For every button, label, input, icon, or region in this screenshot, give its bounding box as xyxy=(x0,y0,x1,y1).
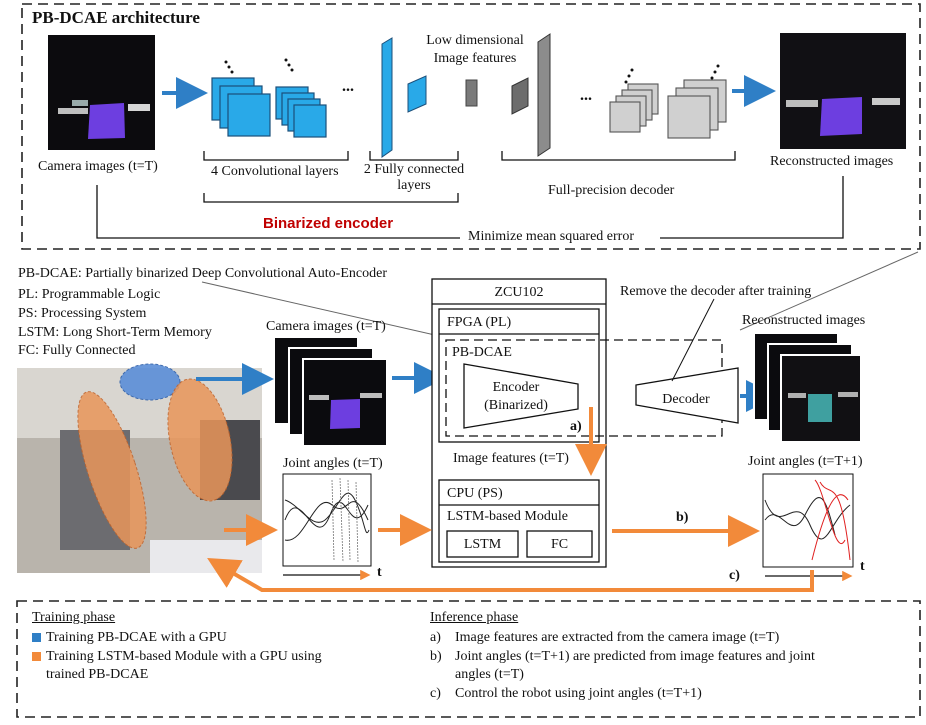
ellipsis-dots xyxy=(224,58,720,84)
features-label-2: Image features xyxy=(433,51,517,66)
binarized-encoder-label: Binarized encoder xyxy=(263,215,394,232)
brace-encoder xyxy=(203,193,459,203)
loss-label: Minimize mean squared error xyxy=(468,229,634,244)
ellipsis-decoder: ... xyxy=(580,87,592,104)
camera-image-top xyxy=(48,35,155,150)
encoder-label-1: Encoder xyxy=(492,380,540,395)
reconstructed-label-top: Reconstructed images xyxy=(770,154,894,169)
abbr-lstm: LSTM: Long Short-Term Memory xyxy=(18,325,212,340)
fc-label-1: 2 Fully connected xyxy=(363,162,465,177)
image-features-label: Image features (t=T) xyxy=(453,451,569,466)
abbr-pbdcae: PB-DCAE: Partially binarized Deep Convol… xyxy=(18,266,387,281)
loss-bracket-right xyxy=(660,176,844,239)
fc-layer-2 xyxy=(407,75,427,113)
step-a-label: a) xyxy=(570,419,582,434)
reconstructed-stack xyxy=(753,332,862,443)
features-label-1: Low dimensional xyxy=(426,33,524,48)
abbr-fc: FC: Fully Connected xyxy=(18,343,136,358)
conv-layers-group-2 xyxy=(275,86,327,138)
abbr-pl: PL: Programmable Logic xyxy=(18,287,161,302)
abbr-ps: PS: Processing System xyxy=(18,306,147,321)
brace-decoder xyxy=(501,151,736,161)
camera-label-top: Camera images (t=T) xyxy=(38,159,158,174)
inference-marker-b: b) xyxy=(430,649,442,664)
joint-plot-input xyxy=(282,473,372,581)
decoder-fc-1 xyxy=(511,77,529,115)
inference-item-b: Joint angles (t=T+1) are predicted from … xyxy=(455,649,815,664)
joint-out-label: Joint angles (t=T+1) xyxy=(748,454,863,469)
conv-label: 4 Convolutional layers xyxy=(211,164,339,179)
decoder-label: Full-precision decoder xyxy=(548,183,675,198)
leader-reconstructed xyxy=(739,251,919,331)
time-axis-input: t xyxy=(377,565,382,580)
robot-head-highlight xyxy=(119,363,181,401)
remove-note-leader xyxy=(671,298,715,382)
decoder-box-label: Decoder xyxy=(662,392,710,407)
camera-stack xyxy=(273,336,388,447)
reconstructed-image-top xyxy=(780,33,906,149)
zcu-label: ZCU102 xyxy=(494,285,544,300)
deconv-layers-group-1 xyxy=(609,83,659,133)
legend-frame xyxy=(16,600,921,718)
lstm-module-label: LSTM-based Module xyxy=(447,509,568,524)
step-b-label: b) xyxy=(676,510,689,525)
inference-title: Inference phase xyxy=(430,610,519,625)
cpu-label: CPU (PS) xyxy=(447,486,503,501)
fc-box xyxy=(526,530,593,558)
conv-layers-group-1 xyxy=(211,77,271,137)
time-axis-output: t xyxy=(860,559,865,574)
encoder-label-2: (Binarized) xyxy=(484,398,548,413)
robot-left-arm-highlight xyxy=(77,391,147,549)
inference-item-c: Control the robot using joint angles (t=… xyxy=(455,686,702,701)
deconv-layers-group-2 xyxy=(667,79,727,139)
fc-layer-1 xyxy=(381,37,393,158)
training-item-3: trained PB-DCAE xyxy=(46,667,149,682)
joint-in-label: Joint angles (t=T) xyxy=(283,456,383,471)
encoder-shape xyxy=(463,363,579,429)
arrow-feedback xyxy=(207,557,814,592)
decoder-fc-2 xyxy=(537,33,551,157)
reconstructed-label-mid: Reconstructed images xyxy=(742,313,866,328)
robot-photo xyxy=(17,363,262,573)
joint-plot-output xyxy=(762,473,854,582)
lstm-box xyxy=(446,530,519,558)
legend-swatch-orange xyxy=(32,652,41,661)
architecture-title: PB-DCAE architecture xyxy=(32,8,200,27)
decoder-shape xyxy=(635,367,739,424)
lstm-label: LSTM xyxy=(463,537,502,552)
pbdcae-label: PB-DCAE xyxy=(452,345,512,360)
remove-note: Remove the decoder after training xyxy=(620,284,812,299)
training-item-2: Training LSTM-based Module with a GPU us… xyxy=(46,649,322,664)
brace-conv xyxy=(203,151,349,161)
legend-swatch-blue xyxy=(32,633,41,642)
leader-pbdcae xyxy=(201,281,449,339)
inference-marker-c: c) xyxy=(430,686,441,701)
brace-fc xyxy=(369,151,459,161)
loss-bracket xyxy=(96,185,460,239)
fc-label-2: layers xyxy=(397,178,431,193)
inference-item-a: Image features are extracted from the ca… xyxy=(455,630,780,645)
robot-right-arm-highlight xyxy=(167,378,233,502)
ellipsis-encoder: ... xyxy=(342,78,354,95)
camera-label-mid: Camera images (t=T) xyxy=(266,319,386,334)
training-item-1: Training PB-DCAE with a GPU xyxy=(46,630,227,645)
inference-item-b-cont: angles (t=T) xyxy=(455,667,524,682)
fc-box-label: FC xyxy=(550,537,569,552)
architecture-frame xyxy=(21,3,921,250)
fpga-label: FPGA (PL) xyxy=(447,315,512,330)
step-c-label: c) xyxy=(729,568,740,583)
training-title: Training phase xyxy=(32,610,116,625)
latent-vector xyxy=(465,79,478,107)
inference-marker-a: a) xyxy=(430,630,441,645)
